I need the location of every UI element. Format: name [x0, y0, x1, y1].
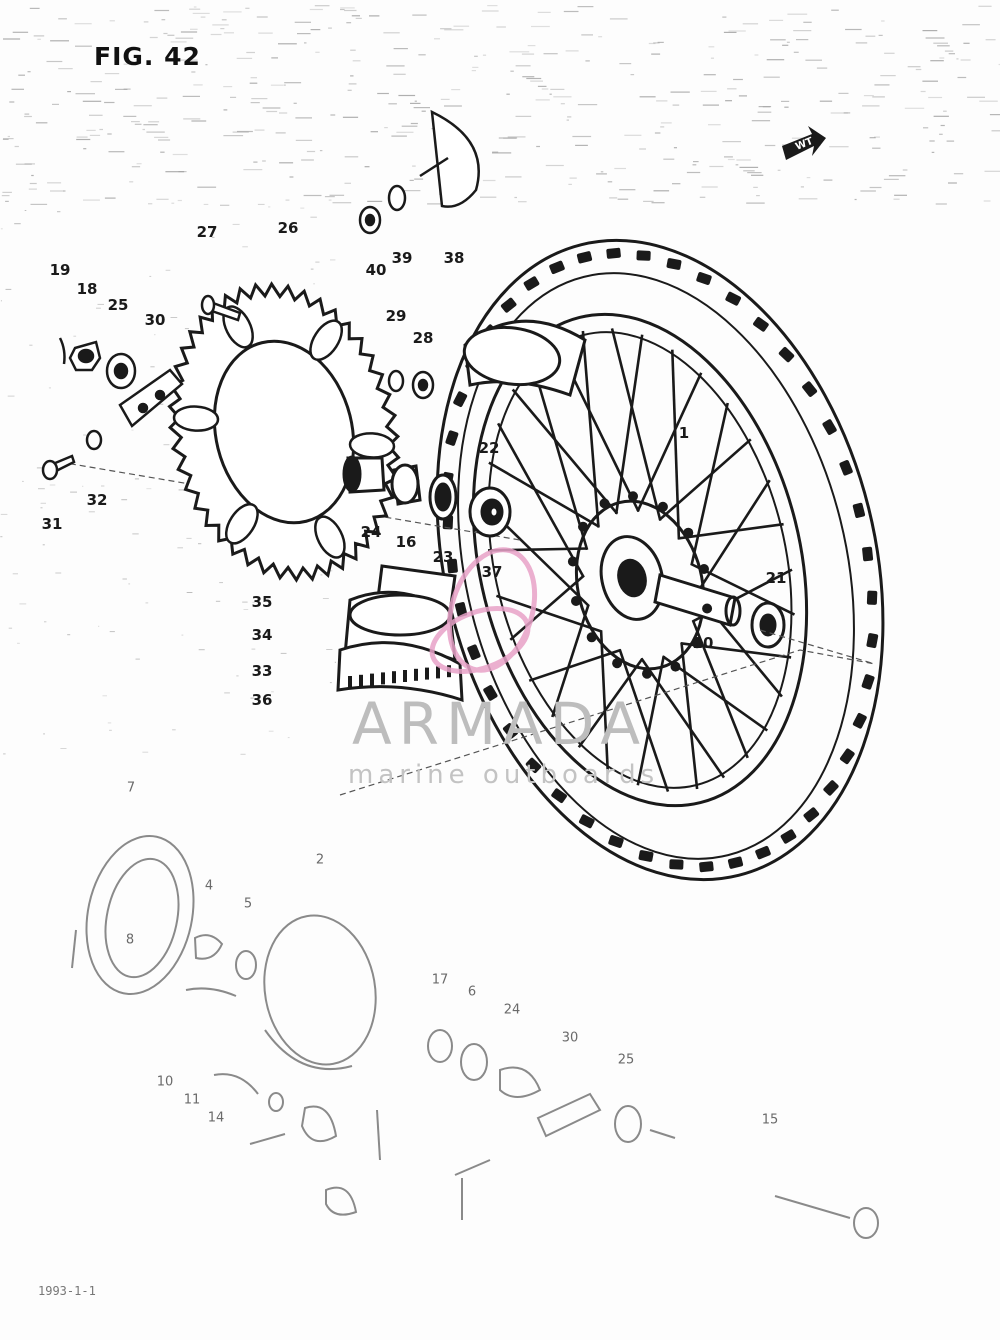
callout-c25: 25: [107, 296, 129, 314]
figure-title: FIG. 42: [94, 42, 201, 71]
callout-l7: 7: [126, 780, 136, 796]
callout-c30: 30: [144, 311, 166, 329]
callout-l4: 4: [204, 878, 214, 894]
callout-c32: 32: [86, 491, 108, 509]
callout-l24: 24: [503, 1002, 521, 1018]
callout-c19: 19: [49, 261, 71, 279]
callout-l11: 11: [183, 1092, 201, 1108]
callout-c21: 21: [765, 569, 787, 587]
valve-and-nut-parts: [358, 109, 480, 235]
rear-tire: [435, 238, 885, 882]
callout-c35: 35: [251, 593, 273, 611]
callout-c29: 29: [385, 307, 407, 325]
spacer-part-21: [750, 601, 786, 649]
watermark-subtitle: marine outboards: [348, 760, 660, 790]
callout-l2: 2: [315, 852, 325, 868]
rear-sprocket-part-26: [167, 281, 401, 583]
hub-bearing-parts: [342, 455, 512, 538]
callout-c40: 40: [365, 261, 387, 279]
sprocket-bolt-part-27: [200, 294, 242, 322]
callout-c1: 1: [678, 424, 690, 442]
callout-l8: 8: [125, 932, 135, 948]
callout-l30: 30: [561, 1030, 579, 1046]
wheel-hub: [574, 499, 742, 671]
callout-l6: 6: [467, 984, 477, 1000]
direction-arrow-icon: [782, 126, 826, 160]
callout-c16: 16: [395, 533, 417, 551]
callout-c37: 37: [481, 563, 503, 581]
callout-c31: 31: [41, 515, 63, 533]
callout-l25: 25: [617, 1052, 635, 1068]
watermark-brand: ARMADA: [352, 690, 648, 758]
callout-l15: 15: [761, 1112, 779, 1128]
callout-c34: 34: [251, 626, 273, 644]
watermark-logo: [429, 547, 538, 674]
callout-c24: 24: [360, 523, 382, 541]
callout-l10: 10: [156, 1074, 174, 1090]
wheel-spokes: [484, 328, 796, 793]
washer-and-nut-parts: [387, 369, 435, 400]
callout-c38: 38: [443, 249, 465, 267]
callout-c22: 22: [478, 439, 500, 457]
callout-c23: 23: [432, 548, 454, 566]
callout-c26: 26: [277, 219, 299, 237]
hub-flange: [567, 491, 713, 679]
callout-c28: 28: [412, 329, 434, 347]
callout-l17: 17: [431, 972, 449, 988]
callout-c36: 36: [251, 691, 273, 709]
callout-c20: 20: [692, 634, 714, 652]
brake-panel-assembly-faint: [71, 835, 879, 1239]
chain-adjuster-parts: [41, 337, 184, 481]
callout-l14: 14: [207, 1110, 225, 1126]
callout-c18: 18: [76, 280, 98, 298]
callout-c27: 27: [196, 223, 218, 241]
footer-code: 1993-1-1: [38, 1284, 96, 1298]
callout-l5: 5: [243, 896, 253, 912]
tire-tube-upper: [462, 319, 587, 397]
callout-c39: 39: [391, 249, 413, 267]
callout-c33: 33: [251, 662, 273, 680]
